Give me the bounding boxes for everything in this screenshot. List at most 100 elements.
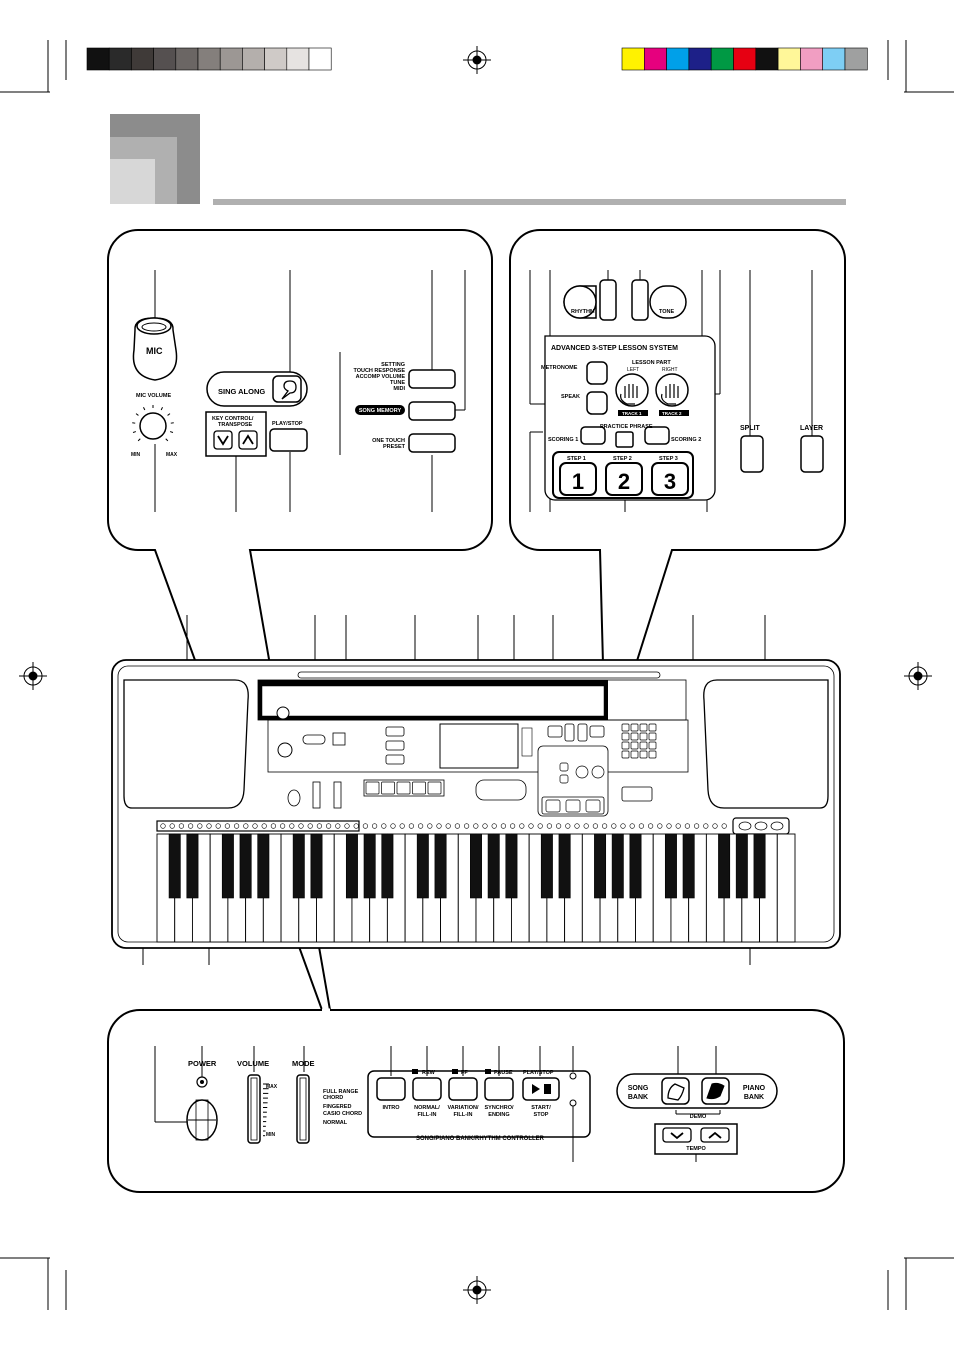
normal-fill-label-1: NORMAL/ (414, 1105, 440, 1111)
max-label: MAX (166, 452, 178, 458)
track2-label: TRACK 2 (662, 411, 682, 416)
key-label-mark (675, 823, 681, 829)
black-key (629, 833, 642, 899)
black-key (221, 833, 234, 899)
numpad-key (648, 723, 657, 732)
numpad-key (648, 741, 657, 750)
crop-marks (0, 40, 954, 1310)
lesson-right-label: RIGHT (662, 367, 678, 373)
step1-label: STEP 1 (567, 456, 586, 462)
vol-max-label: MAX (266, 1084, 278, 1090)
step2-label: STEP 2 (613, 456, 632, 462)
key-label-mark (188, 823, 194, 829)
controller-label: SONG/PIANO BANK/RHYTHM CONTROLLER (416, 1136, 545, 1142)
min-label: MIN (131, 452, 141, 458)
color-swatch (755, 47, 779, 71)
key-label-mark (473, 823, 479, 829)
key-label-mark (703, 823, 709, 829)
registration-mark (463, 1276, 491, 1304)
key-label-mark (197, 823, 203, 829)
key-control-label: KEY CONTROL/ (212, 416, 254, 422)
color-swatch (688, 47, 712, 71)
key-label-mark (721, 823, 727, 829)
key-label-mark (298, 823, 304, 829)
numpad-key (621, 732, 630, 741)
transpose-label: TRANSPOSE (218, 422, 253, 428)
black-key (381, 833, 394, 899)
gray-swatch (108, 47, 132, 71)
key-label-mark (454, 823, 461, 829)
numpad-key (630, 723, 639, 732)
black-key (594, 833, 607, 899)
registration-marks (19, 46, 932, 1304)
rhythm-label: RHYTHM (571, 309, 595, 315)
color-swatch (800, 47, 824, 71)
mini-transport-button (396, 781, 411, 795)
split-label: SPLIT (740, 425, 761, 432)
track1-label: TRACK 1 (622, 411, 642, 416)
pause-label: PAUSE (494, 1070, 513, 1076)
black-key (257, 833, 270, 899)
key-label-mark (289, 823, 295, 829)
mini-transport-button (427, 781, 442, 795)
numpad-key (630, 750, 639, 759)
rew-label: REW (422, 1070, 436, 1076)
mini-transport-button (365, 781, 380, 795)
key-label-mark (215, 823, 221, 829)
key-label-mark (243, 823, 249, 829)
mode-option-3: FINGERED (323, 1104, 351, 1110)
speak-label: SPEAK (561, 394, 580, 400)
song-bank-label-2: BANK (628, 1094, 648, 1101)
key-label-mark (464, 823, 470, 829)
numpad-key (648, 750, 657, 759)
key-label-mark (537, 823, 543, 829)
registration-mark (904, 662, 932, 690)
key-label-mark (307, 823, 313, 829)
mini-transport (365, 781, 442, 795)
key-label-mark (712, 823, 718, 829)
black-key (753, 833, 766, 899)
gray-swatch (286, 47, 310, 71)
gray-swatch (197, 47, 221, 71)
numpad-key (639, 723, 648, 732)
power-label: POWER (188, 1059, 217, 1068)
key-label-mark (666, 823, 672, 829)
gray-swatch (131, 47, 154, 71)
key-label-mark (436, 823, 442, 829)
gray-swatch (86, 47, 110, 71)
black-keys (168, 833, 766, 899)
key-label-mark (224, 823, 230, 829)
bottom-panel (107, 1008, 845, 1193)
mic-volume-label: MIC VOLUME (136, 393, 171, 399)
key-label-mark (638, 823, 645, 829)
gray-swatch (175, 47, 199, 71)
knob-tick (165, 438, 169, 442)
key-label-mark (500, 823, 507, 829)
key-label-mark (178, 823, 184, 829)
knob-tick (160, 407, 163, 411)
piano-bank-label-2: BANK (744, 1094, 764, 1101)
key-label-mark (565, 823, 571, 829)
black-key (682, 833, 695, 899)
key-label-mark (445, 823, 451, 829)
scoring1-label: SCORING 1 (548, 437, 578, 443)
mode-option-1: FULL RANGE (323, 1089, 359, 1095)
key-label-mark (261, 823, 267, 829)
lesson-part-label: LESSON PART (632, 360, 671, 366)
gray-swatch (264, 47, 288, 71)
numpad (621, 723, 657, 759)
key-label-mark (280, 823, 286, 829)
mode-option-4: CASIO CHORD (323, 1111, 362, 1117)
key-label-mark (160, 823, 166, 829)
color-swatch (666, 47, 690, 71)
key-label-mark (270, 823, 277, 829)
color-swatches (621, 47, 868, 71)
key-label-mark (684, 823, 691, 829)
color-swatch (733, 47, 757, 71)
knob-tick (132, 431, 137, 433)
mode-label: MODE (292, 1059, 315, 1068)
variation-fill-label-2: FILL-IN (454, 1112, 473, 1118)
black-key (611, 833, 624, 899)
key-label-mark (657, 823, 663, 829)
